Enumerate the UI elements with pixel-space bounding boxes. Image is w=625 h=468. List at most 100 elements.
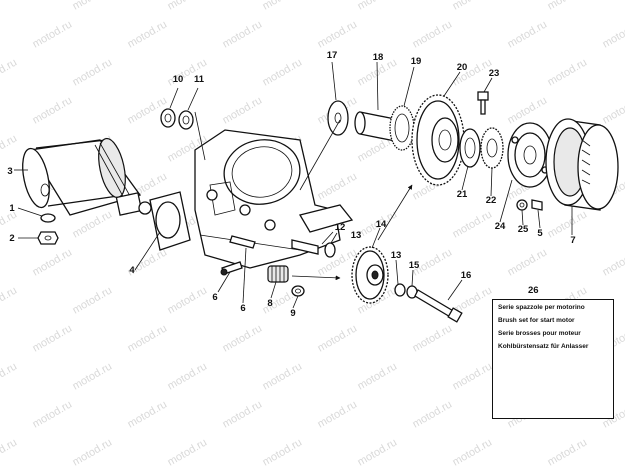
watermark-text: motod.ru [356, 436, 400, 468]
watermark-text: motod.ru [71, 56, 115, 88]
shaft-12 [291, 239, 319, 255]
watermark-text: motod.ru [166, 360, 210, 392]
callout-15: 15 [409, 260, 420, 271]
watermark-text: motod.ru [451, 360, 495, 392]
legend-line-english: Brush set for start motor [498, 317, 575, 324]
watermark-text: motod.ru [261, 0, 305, 13]
callout-12: 12 [335, 222, 346, 233]
watermark-text: motod.ru [31, 18, 75, 50]
watermark-text: motod.ru [261, 436, 305, 468]
roller-clutch-21 [459, 128, 481, 168]
bolt-16 [414, 289, 463, 323]
watermark-text: motod.ru [166, 0, 210, 13]
callout-13b: 13 [391, 250, 402, 261]
washer-13a [324, 242, 336, 258]
watermark-text: motod.ru [221, 398, 265, 430]
watermark-text: motod.ru [316, 18, 360, 50]
callout-4: 4 [129, 265, 135, 276]
callout-5: 5 [537, 228, 543, 239]
callout-26: 26 [528, 285, 539, 296]
watermark-text: motod.ru [31, 246, 75, 278]
callout-7: 7 [570, 235, 575, 246]
bolt-5 [531, 199, 543, 211]
callout-1: 1 [9, 203, 15, 214]
watermark-text: motod.ru [601, 18, 625, 50]
callout-18: 18 [373, 52, 384, 63]
watermark-text: motod.ru [31, 398, 75, 430]
callout-3: 3 [7, 166, 12, 177]
watermark-text: motod.ru [0, 56, 19, 88]
watermark-text: motod.ru [0, 284, 19, 316]
washers-10-11 [160, 108, 194, 130]
watermark-text: motod.ru [126, 322, 170, 354]
watermark-text: motod.ru [411, 398, 455, 430]
watermark-text: motod.ru [71, 436, 115, 468]
watermark-text: motod.ru [261, 56, 305, 88]
legend-line-french: Serie brosses pour moteur [498, 330, 581, 337]
callout-8: 8 [267, 298, 272, 309]
bolt-6b [229, 235, 256, 249]
watermark-text: motod.ru [316, 322, 360, 354]
callout-2: 2 [9, 233, 14, 244]
callout-21: 21 [457, 189, 468, 200]
watermark-text: motod.ru [546, 0, 590, 13]
needle-bearing-19 [389, 105, 415, 151]
watermark-text: motod.ru [126, 398, 170, 430]
callout-22: 22 [486, 195, 497, 206]
watermark-text: motod.ru [506, 246, 550, 278]
watermark-text: motod.ru [546, 56, 590, 88]
watermark-text: motod.ru [261, 360, 305, 392]
watermark-text: motod.ru [356, 360, 400, 392]
watermark-text: motod.ru [546, 208, 590, 240]
watermark-text: motod.ru [601, 94, 625, 126]
callout-23: 23 [489, 68, 500, 79]
callout-10: 10 [173, 74, 184, 85]
crankcase-cover [194, 129, 354, 269]
watermark-text: motod.ru [166, 284, 210, 316]
watermark-text: motod.ru [221, 322, 265, 354]
leader-lines [14, 61, 573, 309]
watermark-text: motod.ru [506, 18, 550, 50]
callout-6a: 6 [212, 292, 217, 303]
watermark-text: motod.ru [316, 170, 360, 202]
flywheel-rotor-7 [545, 118, 619, 211]
watermark-text: motod.ru [31, 322, 75, 354]
watermark-text: motod.ru [166, 436, 210, 468]
watermark-text: motod.ru [411, 18, 455, 50]
legend-line-italian: Serie spazzole per motorino [498, 304, 585, 311]
watermark-text: motod.ru [356, 0, 400, 13]
pinion-gear-8 [267, 265, 289, 283]
watermark-text: motod.ru [546, 436, 590, 468]
watermark-text: motod.ru [71, 0, 115, 13]
watermark-text: motod.ru [126, 18, 170, 50]
watermark-text: motod.ru [451, 436, 495, 468]
bearing-22 [480, 127, 504, 169]
watermark-text: motod.ru [0, 132, 19, 164]
watermark-text: motod.ru [506, 94, 550, 126]
nut-washer-1-2 [37, 213, 59, 245]
watermark-text: motod.ru [31, 94, 75, 126]
bolt-6a [220, 261, 243, 276]
watermark-text: motod.ru [451, 0, 495, 13]
callout-11: 11 [194, 74, 205, 85]
thrust-washer-17 [327, 100, 349, 136]
watermark-text: motod.ru [71, 284, 115, 316]
washer-9 [291, 285, 305, 297]
washer-25 [516, 199, 528, 211]
intermediate-gear-14 [351, 246, 389, 304]
callout-24: 24 [495, 221, 506, 232]
watermark-text: motod.ru [71, 360, 115, 392]
watermark-text: motod.ru [601, 246, 625, 278]
callout-25: 25 [518, 224, 529, 235]
callout-17: 17 [327, 50, 338, 61]
callout-14: 14 [376, 219, 387, 230]
watermark-text: motod.ru [316, 398, 360, 430]
watermark-text: motod.ru [221, 18, 265, 50]
watermark-text: motod.ru [0, 360, 19, 392]
bolt-23 [477, 91, 489, 115]
callout-16: 16 [461, 270, 472, 281]
washer-13b [394, 283, 406, 297]
callout-6b: 6 [240, 303, 245, 314]
